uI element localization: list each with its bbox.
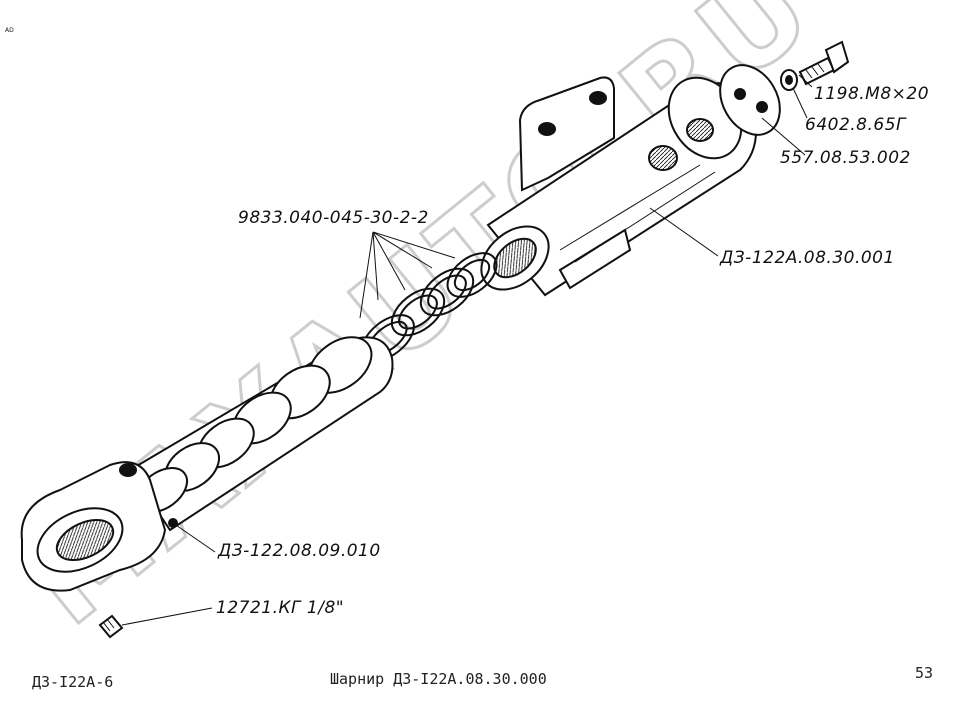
grease-fitting-part (98, 614, 124, 639)
end-plate-part (719, 64, 781, 136)
shaft-part (20, 336, 394, 592)
leader-lines (121, 74, 813, 626)
drawing-code: ДЗ-I22А-6 (32, 673, 114, 691)
housing-part (480, 76, 757, 297)
page-number: 53 (915, 664, 934, 682)
callout-end-plate: 557.08.53.002 (780, 148, 911, 168)
bolt-part (798, 40, 850, 86)
callout-seal-rings: 9833.040-045-30-2-2 (238, 208, 429, 228)
callout-shaft: ДЗ-122.08.09.010 (218, 541, 381, 561)
washer-part (780, 69, 798, 91)
corner-mark: AD (5, 27, 14, 34)
callout-fitting: 12721.КГ 1/8" (216, 598, 345, 618)
callout-washer: 6402.8.65Г (805, 115, 906, 135)
drawing-caption: Шарнир ДЗ-I22А.08.30.000 (330, 670, 547, 688)
callout-bolt: 1198.M8×20 (814, 84, 930, 104)
callout-housing: ДЗ-122А.08.30.001 (720, 248, 895, 268)
